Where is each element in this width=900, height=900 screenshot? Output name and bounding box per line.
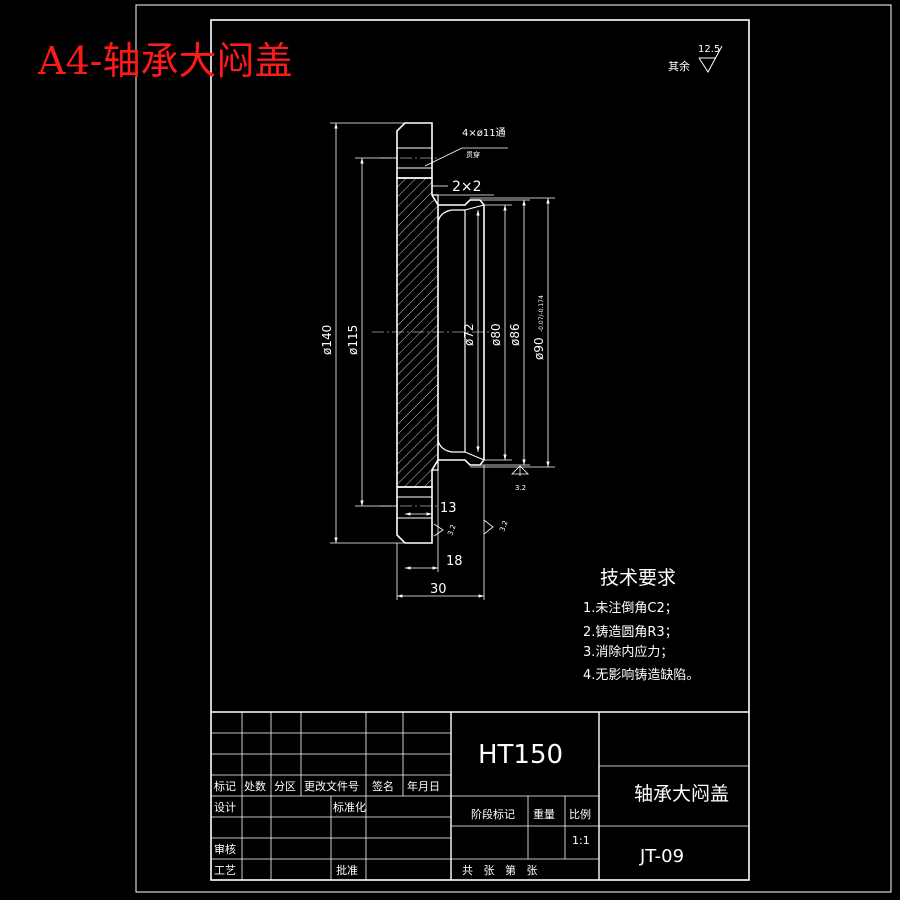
tech-requirements: 技术要求 1.未注倒角C2； 2.铸造圆角R3； 3.消除内应力； 4.无影响铸… bbox=[583, 567, 699, 683]
dim-chamfer: 2×2 bbox=[452, 179, 482, 195]
dim-ra1: 3.2 bbox=[515, 484, 526, 492]
dim-d90-tol: -0.07/-0.174 bbox=[538, 295, 545, 332]
tech-item-4: 4.无影响铸造缺陷。 bbox=[583, 667, 699, 683]
tb-design: 设计 bbox=[214, 801, 236, 814]
banner-title: A4-轴承大闷盖 bbox=[37, 39, 292, 83]
tb-process: 工艺 bbox=[214, 864, 236, 877]
tech-item-1: 1.未注倒角C2； bbox=[583, 601, 678, 616]
dim-d115: ø115 bbox=[346, 325, 360, 355]
tb-header-4: 更改文件号 bbox=[304, 779, 359, 793]
tb-check: 审核 bbox=[214, 842, 236, 856]
tb-header-5: 签名 bbox=[372, 779, 394, 793]
tb-scale: 1:1 bbox=[572, 834, 590, 847]
dim-holes: 4×ø11通 bbox=[462, 127, 506, 139]
title-block bbox=[211, 711, 749, 880]
tb-header-3: 分区 bbox=[274, 780, 296, 793]
tech-item-2: 2.铸造圆角R3； bbox=[583, 624, 678, 640]
outer-border bbox=[135, 4, 892, 893]
dimensions bbox=[330, 122, 555, 600]
inner-border bbox=[210, 19, 750, 881]
title-block-text: 标记 处数 分区 更改文件号 签名 年月日 设计 标准化 审核 工艺 批准 HT… bbox=[214, 740, 729, 877]
roughness-value: 12.5 bbox=[698, 44, 720, 55]
dim-d90: ø90 bbox=[532, 337, 546, 360]
tb-drawing-no: JT-09 bbox=[639, 846, 684, 867]
dim-d72: ø72 bbox=[462, 323, 476, 346]
tb-part-name: 轴承大闷盖 bbox=[634, 783, 729, 805]
dim-ra3: 3.2 bbox=[498, 519, 509, 532]
tech-title: 技术要求 bbox=[600, 567, 676, 589]
dim-len13: 13 bbox=[440, 501, 457, 516]
tb-header-1: 标记 bbox=[214, 779, 236, 793]
tb-sheets: 共 张 第 张 bbox=[462, 863, 537, 877]
dim-holes-note: 贯穿 bbox=[466, 150, 480, 159]
dim-len30: 30 bbox=[430, 582, 447, 597]
tech-item-3: 3.消除内应力； bbox=[583, 644, 673, 660]
dim-len18: 18 bbox=[446, 554, 463, 569]
dim-d80: ø80 bbox=[489, 323, 503, 346]
roughness-label: 其余 bbox=[668, 59, 690, 73]
dim-ra2: 3.2 bbox=[446, 523, 457, 536]
tb-material: HT150 bbox=[478, 740, 563, 770]
tb-weight: 重量 bbox=[533, 807, 555, 821]
tb-header-6: 年月日 bbox=[407, 779, 440, 793]
dim-d86: ø86 bbox=[508, 323, 522, 346]
tb-approve: 批准 bbox=[336, 863, 358, 877]
part-section bbox=[396, 122, 485, 544]
tb-header-2: 处数 bbox=[244, 780, 266, 793]
roughness-symbol: 其余 12.5 bbox=[668, 44, 723, 73]
tb-standard: 标准化 bbox=[333, 800, 366, 814]
tb-ratio: 比例 bbox=[569, 807, 591, 821]
dimension-texts: 4×ø11通 贯穿 2×2 ø140 ø115 ø72 ø80 ø86 ø90 … bbox=[320, 127, 546, 597]
tb-stage: 阶段标记 bbox=[471, 807, 515, 821]
dim-d140: ø140 bbox=[320, 325, 334, 355]
